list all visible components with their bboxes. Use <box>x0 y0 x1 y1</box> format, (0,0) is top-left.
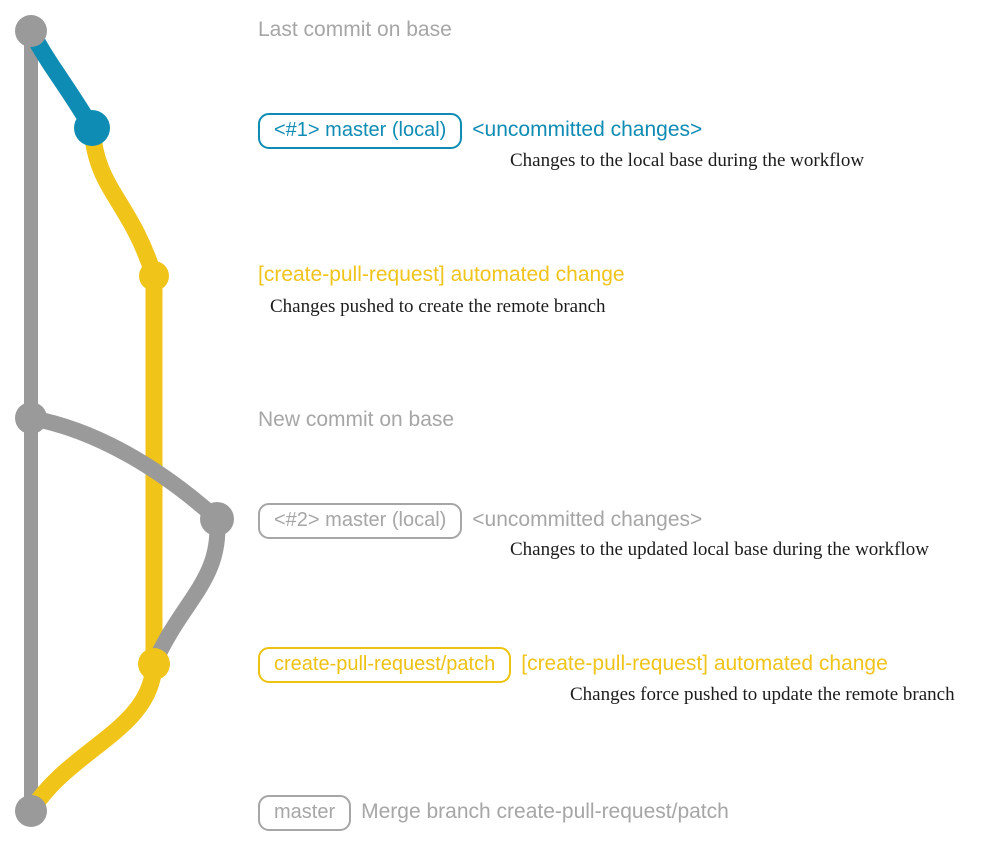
commit-subject: [create-pull-request] automated change <box>521 652 888 675</box>
commit-node-local-2[interactable] <box>200 502 234 536</box>
branch-badge-local-2[interactable]: <#2> master (local) <box>258 503 463 539</box>
branch-badge-master[interactable]: master <box>258 795 352 831</box>
row-automated-change-update: create-pull-request/patch [create-pull-r… <box>258 647 888 683</box>
commit-subject: <uncommitted changes> <box>472 508 703 531</box>
commit-subject: New commit on base <box>258 408 455 431</box>
commit-node-base-new-commit[interactable] <box>15 402 47 434</box>
row-local-change-1: <#1> master (local) <uncommitted changes… <box>258 113 702 149</box>
row-last-commit-on-base: Last commit on base <box>258 18 452 42</box>
branch-badge-local-1[interactable]: <#1> master (local) <box>258 113 463 149</box>
row-automated-change-create: [create-pull-request] automated change <box>258 263 625 287</box>
commit-subject: Last commit on base <box>258 18 452 41</box>
commit-node-patch-update[interactable] <box>138 648 170 680</box>
commit-subject: Merge branch create-pull-request/patch <box>361 800 729 823</box>
note-automated-change-update: Changes force pushed to update the remot… <box>570 684 955 705</box>
commit-node-local-1[interactable] <box>74 110 110 146</box>
local-branch-2-merge-line <box>146 511 226 672</box>
row-merge-commit: master Merge branch create-pull-request/… <box>258 795 729 831</box>
merge-into-base-line <box>22 655 163 820</box>
note-local-change-2: Changes to the updated local base during… <box>510 539 929 560</box>
branch-badge-create-pull-request-patch[interactable]: create-pull-request/patch <box>258 647 512 683</box>
row-new-commit-on-base: New commit on base <box>258 408 454 432</box>
commit-subject: <uncommitted changes> <box>472 118 703 141</box>
local-branch-2-line <box>23 410 225 527</box>
commit-subject: [create-pull-request] automated change <box>258 263 625 286</box>
commit-node-base-last-commit[interactable] <box>15 15 47 47</box>
patch-branch-line <box>83 119 163 673</box>
commit-node-patch-create[interactable] <box>139 261 169 291</box>
row-local-change-2: <#2> master (local) <uncommitted changes… <box>258 503 702 539</box>
commit-node-base-merge[interactable] <box>15 795 47 827</box>
note-automated-change-create: Changes pushed to create the remote bran… <box>270 296 606 317</box>
note-local-change-1: Changes to the local base during the wor… <box>510 150 865 171</box>
